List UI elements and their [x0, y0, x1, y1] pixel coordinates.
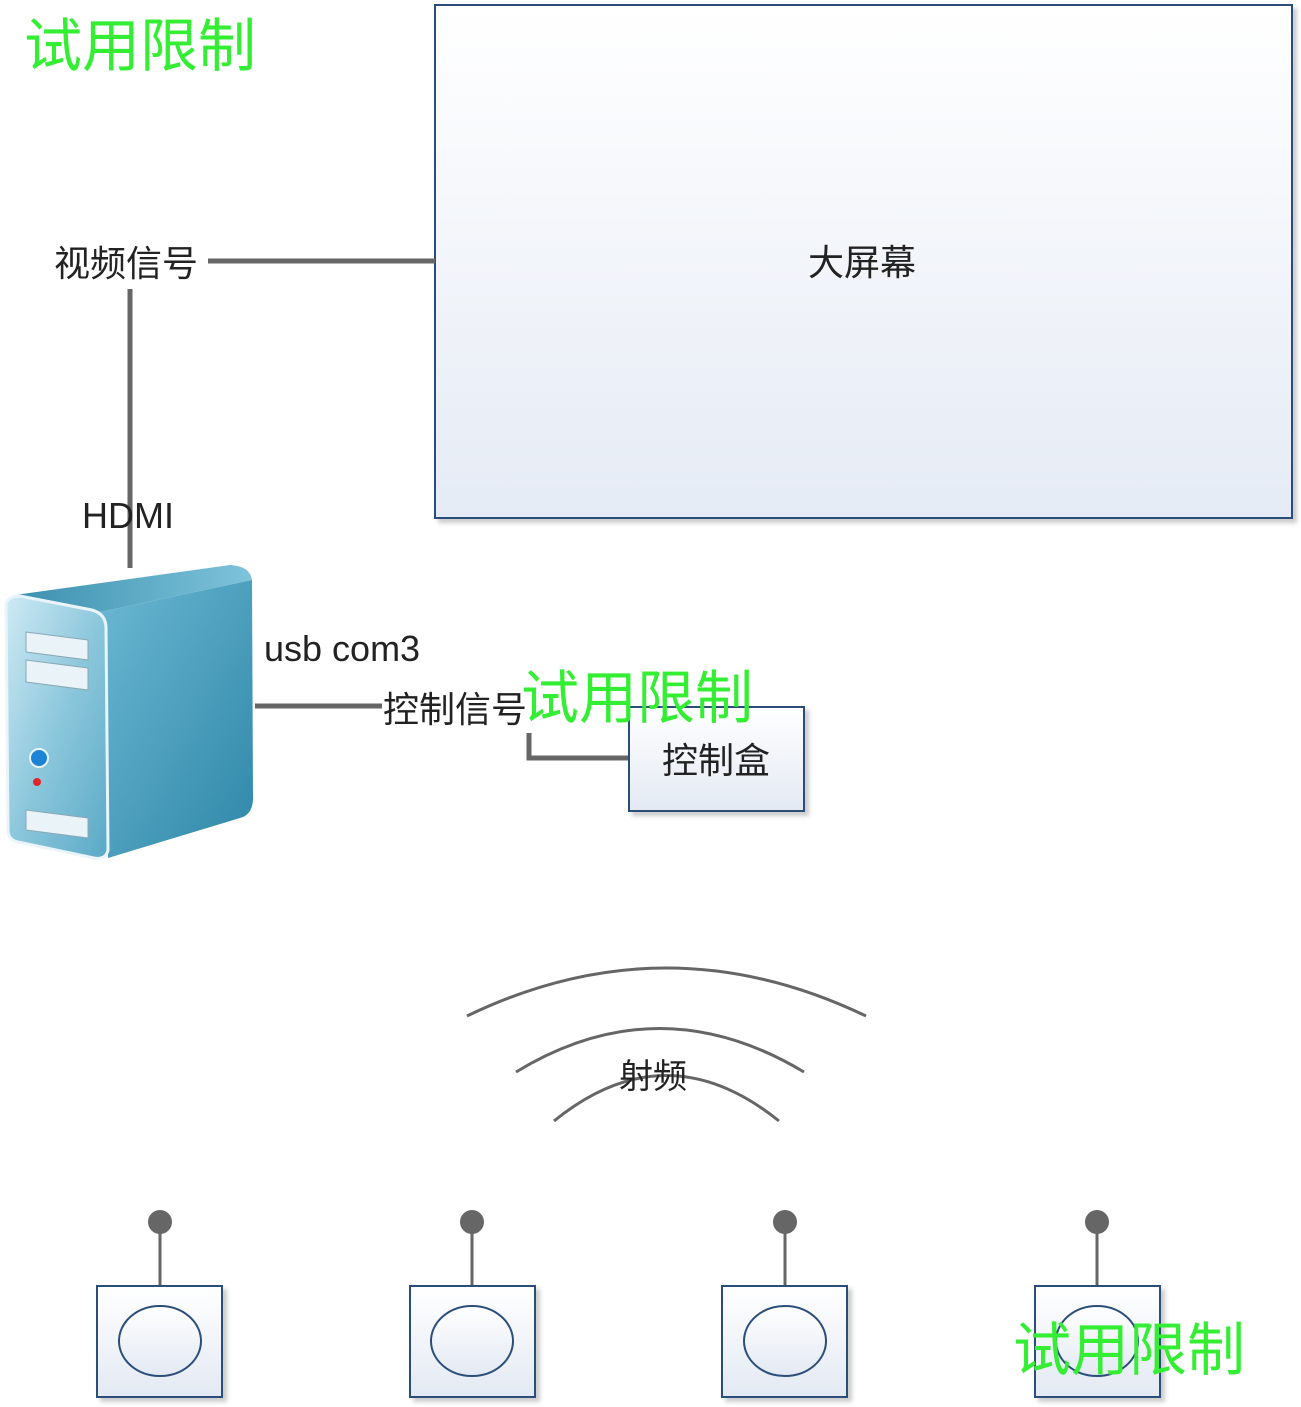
- watermark-bottom-right: 试用限制: [1013, 1316, 1245, 1384]
- big-screen: 大屏幕: [434, 4, 1293, 519]
- rf-label: 射频: [619, 1057, 687, 1097]
- big-screen-label: 大屏幕: [808, 243, 916, 284]
- wireless-button-icon: [743, 1305, 827, 1377]
- control-signal-label: 控制信号: [383, 690, 527, 731]
- antenna-icon: [1085, 1210, 1109, 1234]
- antenna-icon: [460, 1210, 484, 1234]
- watermark-middle: 试用限制: [521, 664, 753, 732]
- video-signal-label: 视频信号: [54, 244, 198, 285]
- device-1: [96, 1210, 223, 1398]
- device-2: [409, 1210, 536, 1398]
- hdmi-label: HDMI: [82, 495, 174, 536]
- watermark-top-left: 试用限制: [24, 12, 256, 80]
- wireless-button-icon: [430, 1305, 514, 1377]
- antenna-icon: [148, 1210, 172, 1234]
- antenna-icon: [773, 1210, 797, 1234]
- control-box-line: [526, 733, 628, 761]
- control-box-label: 控制盒: [662, 741, 770, 782]
- server-tower-icon: [4, 565, 253, 860]
- radio-wave-icon: [466, 966, 867, 1123]
- usb-com-label: usb com3: [264, 628, 420, 669]
- device-3: [721, 1210, 848, 1398]
- device-4: [1034, 1210, 1161, 1398]
- wireless-button-icon: [1055, 1305, 1139, 1377]
- control-box: 控制盒: [628, 706, 805, 812]
- wireless-button-icon: [118, 1305, 202, 1377]
